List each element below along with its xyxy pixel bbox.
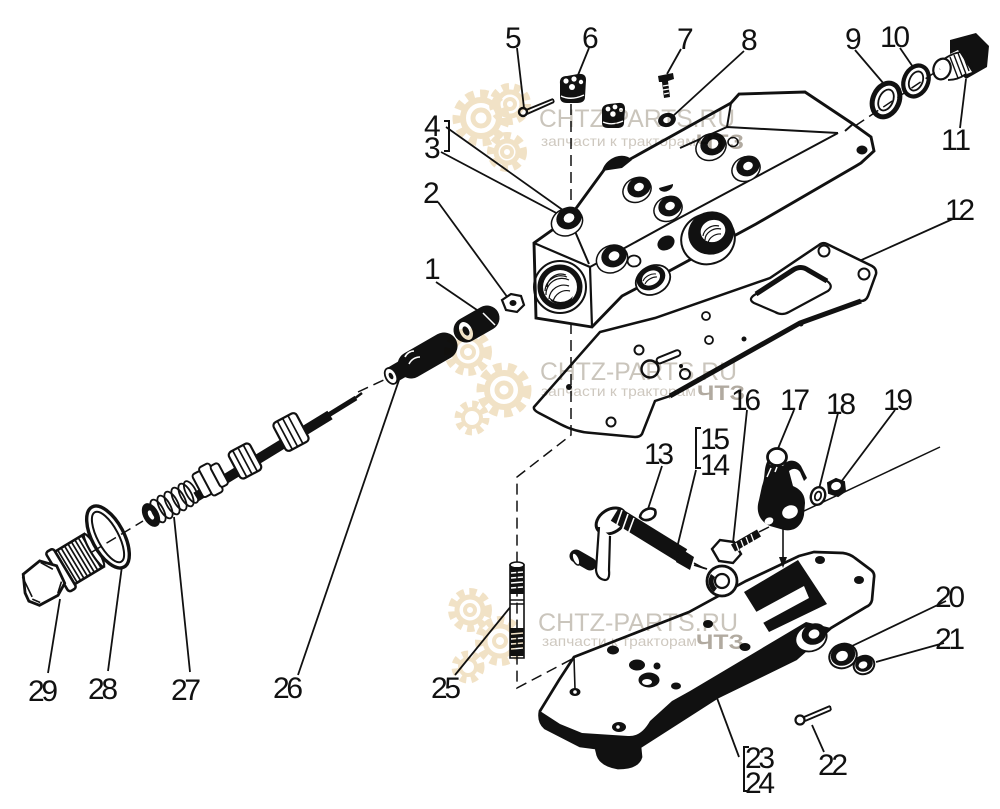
svg-text:1: 1 — [424, 253, 441, 286]
svg-text:6: 6 — [582, 22, 599, 55]
svg-text:CHTZ-PARTS.RU: CHTZ-PARTS.RU — [539, 105, 735, 133]
svg-text:8: 8 — [741, 24, 758, 57]
svg-text:ЧТЗ: ЧТЗ — [697, 382, 745, 405]
svg-text:19: 19 — [883, 384, 913, 417]
svg-text:7: 7 — [677, 23, 694, 56]
svg-text:3: 3 — [424, 132, 441, 165]
svg-text:16: 16 — [731, 384, 761, 417]
svg-text:29: 29 — [28, 675, 58, 708]
svg-text:ЧТЗ: ЧТЗ — [696, 131, 744, 154]
svg-text:5: 5 — [505, 22, 522, 55]
svg-text:28: 28 — [88, 673, 118, 706]
svg-text:23: 23 — [745, 742, 775, 775]
svg-text:18: 18 — [826, 388, 856, 421]
svg-text:10: 10 — [880, 21, 910, 54]
svg-text:запчасти к тракторам: запчасти к тракторам — [542, 633, 697, 649]
svg-text:21: 21 — [935, 623, 965, 656]
svg-text:13: 13 — [644, 438, 674, 471]
svg-text:запчасти к тракторам: запчасти к тракторам — [541, 383, 696, 399]
svg-text:26: 26 — [273, 672, 303, 705]
svg-text:4: 4 — [424, 110, 441, 143]
svg-text:11: 11 — [941, 124, 971, 157]
svg-text:ЧТЗ: ЧТЗ — [696, 631, 744, 654]
svg-text:24: 24 — [745, 767, 775, 800]
svg-text:20: 20 — [935, 581, 965, 614]
svg-text:25: 25 — [431, 672, 461, 705]
svg-text:CHTZ-PARTS.RU: CHTZ-PARTS.RU — [538, 609, 738, 637]
svg-text:9: 9 — [845, 23, 862, 56]
svg-text:15: 15 — [700, 423, 730, 456]
svg-text:17: 17 — [780, 384, 810, 417]
svg-text:2: 2 — [423, 177, 440, 210]
svg-text:22: 22 — [818, 749, 848, 782]
svg-text:27: 27 — [171, 674, 201, 707]
svg-text:14: 14 — [700, 449, 730, 482]
svg-text:запчасти к тракторам: запчасти к тракторам — [541, 133, 696, 149]
svg-text:12: 12 — [945, 194, 975, 227]
svg-text:CHTZ-PARTS.RU: CHTZ-PARTS.RU — [540, 358, 737, 386]
